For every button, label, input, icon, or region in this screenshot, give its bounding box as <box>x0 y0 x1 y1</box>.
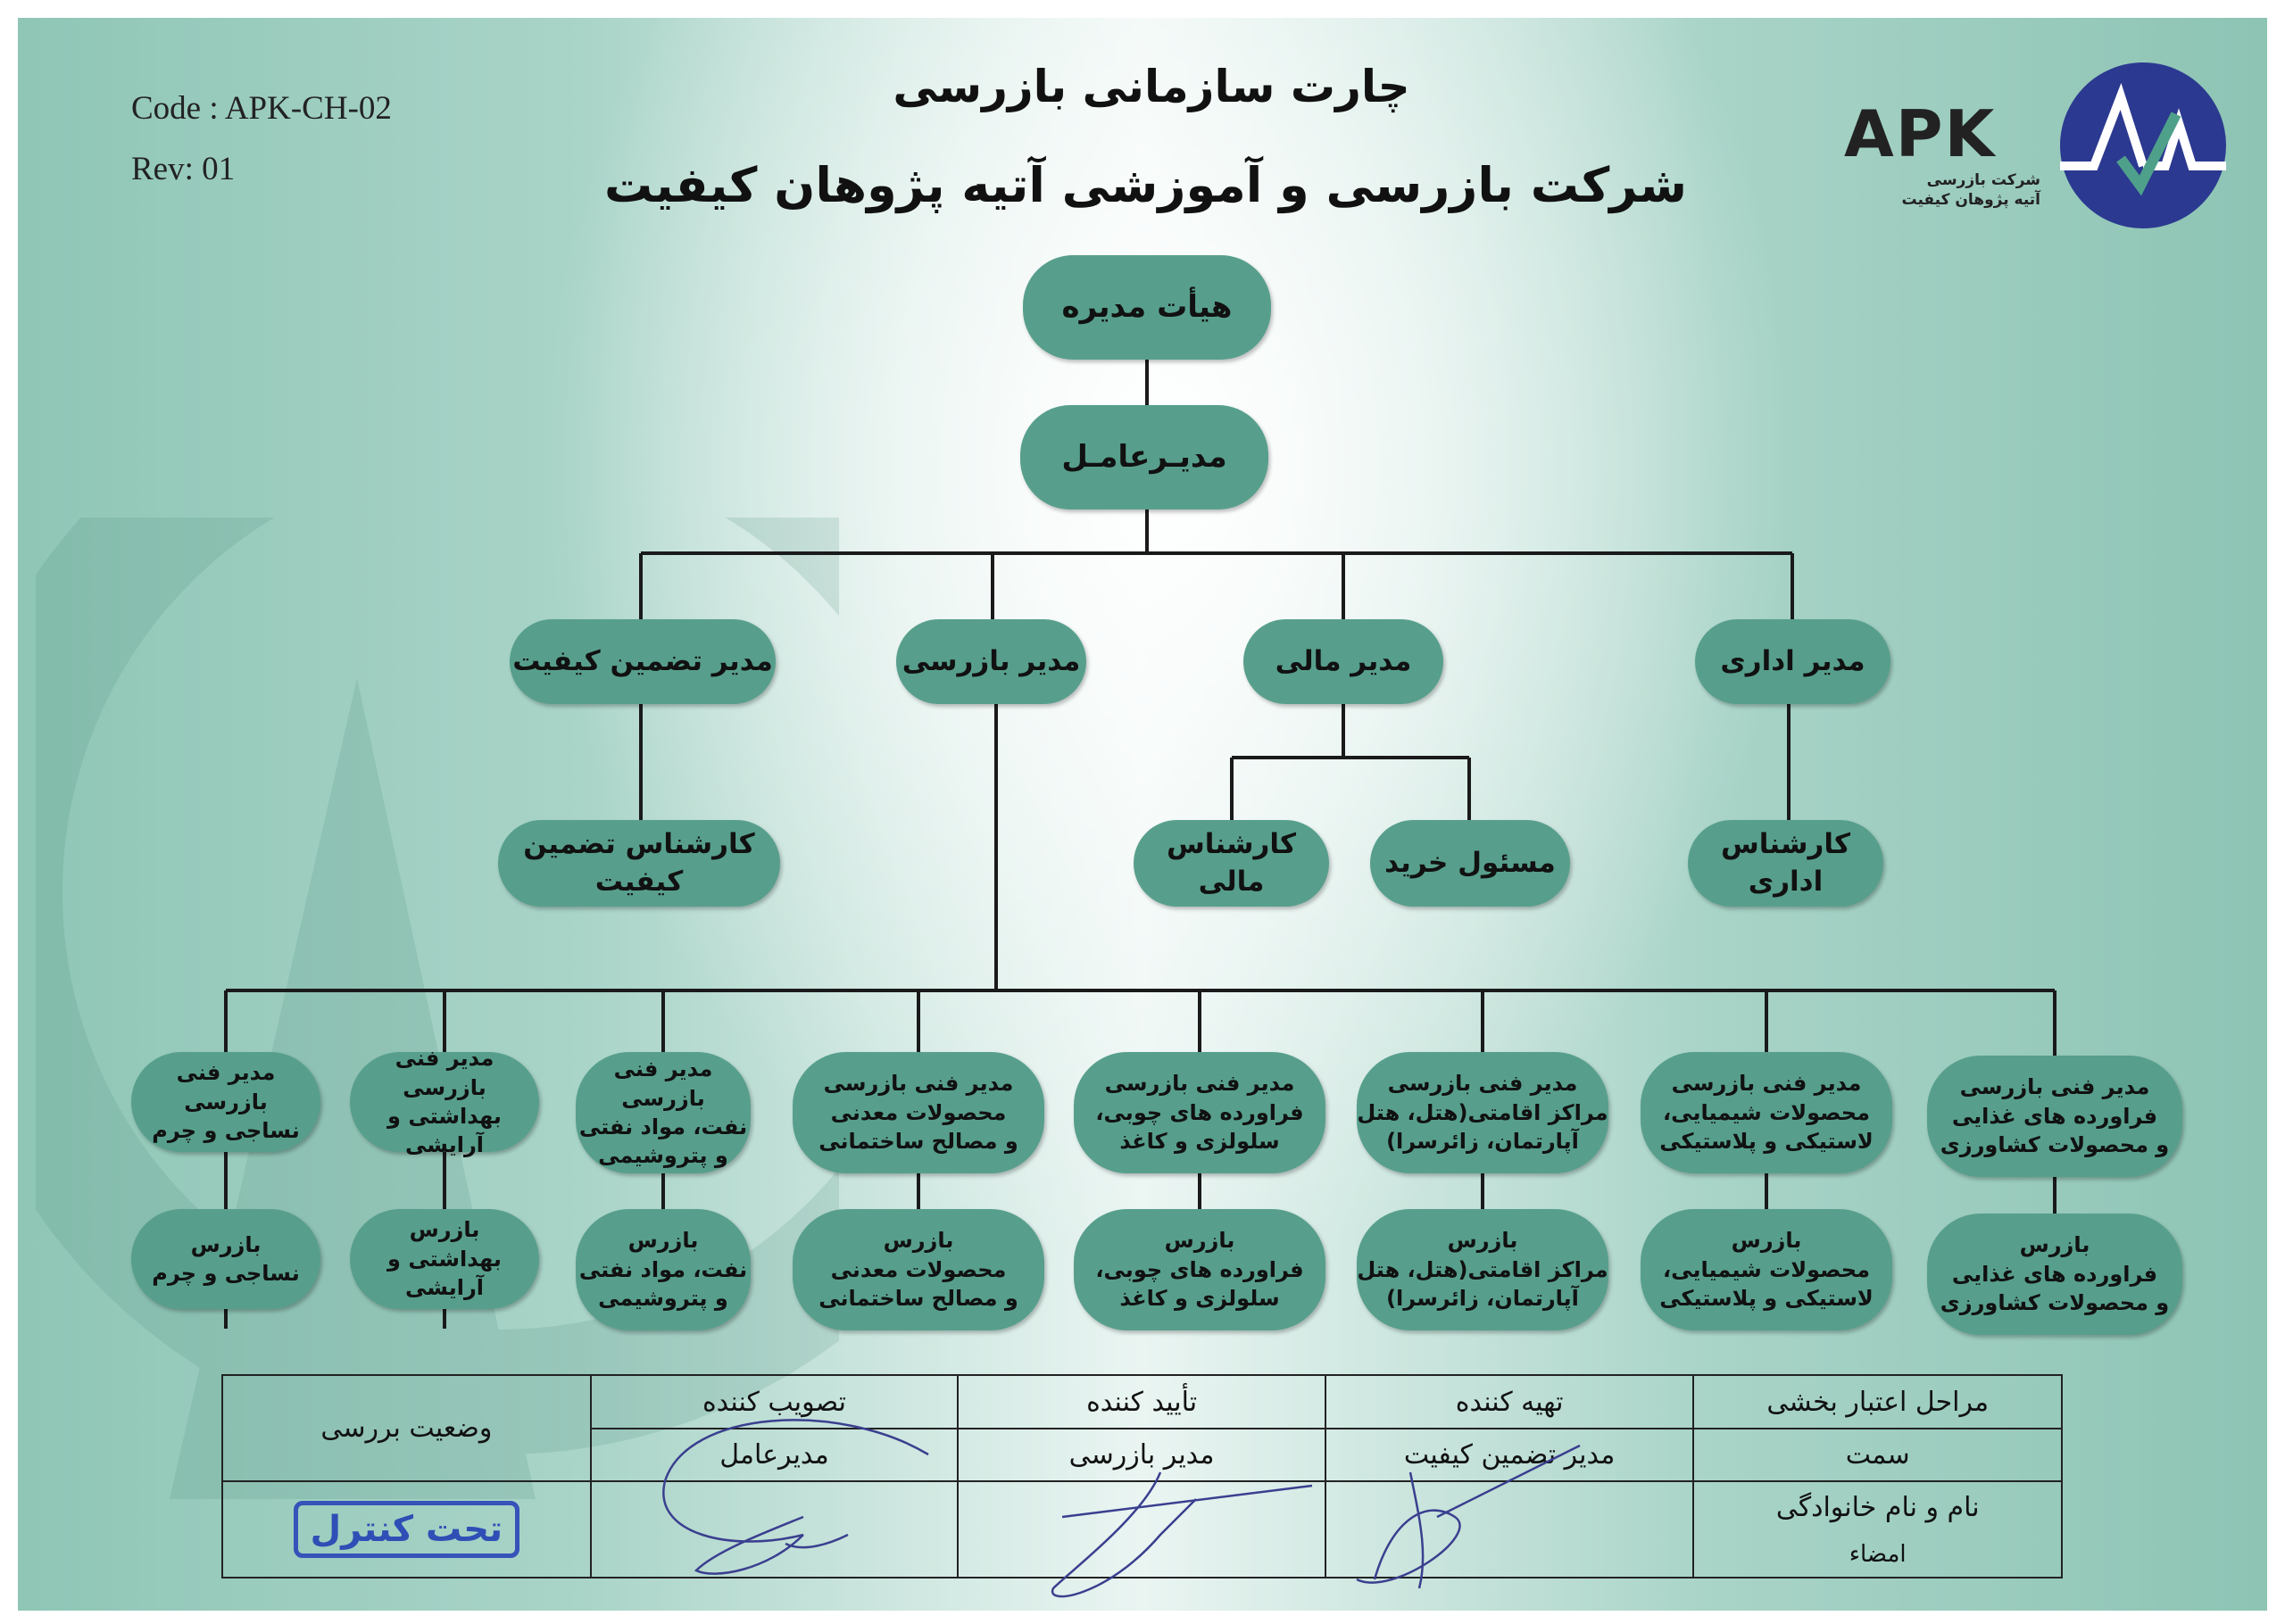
node-inspection-manager[interactable]: مدیر بازرسی <box>896 619 1086 704</box>
status-label: وضعیت بررسی <box>221 1374 592 1482</box>
node-inspector[interactable]: بازرس مراکز اقامتی(هتل، هتل آپارتمان، زا… <box>1357 1209 1608 1330</box>
node-purchasing-officer[interactable]: مسئول خرید <box>1370 820 1570 907</box>
node-admin-expert[interactable]: کارشناس اداری <box>1688 820 1883 907</box>
node-board-of-directors[interactable]: هیأت مدیره <box>1023 255 1271 360</box>
page-title: چارت سازمانی بازرسی <box>893 61 1410 112</box>
status-cell: تحت کنترل <box>221 1479 592 1579</box>
node-qa-expert[interactable]: کارشناس تضمین کیفیت <box>498 820 780 907</box>
node-admin-manager[interactable]: مدیر اداری <box>1695 619 1890 704</box>
node-technical-manager[interactable]: مدیر فنی بازرسی فراورده های چوبی، سلولزی… <box>1074 1052 1325 1173</box>
node-technical-manager[interactable]: مدیر فنی بازرسی محصولات شیمیایی، لاستیکی… <box>1641 1052 1892 1173</box>
company-logo: APK شرکت بازرسی آتیه پژوهان کیفیت <box>1844 61 2228 230</box>
node-ceo[interactable]: مدیـرعامـل <box>1020 405 1268 510</box>
row-label-signature: امضاء <box>1849 1541 1907 1568</box>
signature-verified-by <box>957 1479 1326 1579</box>
logo-text: APK <box>1844 96 1997 171</box>
node-technical-manager[interactable]: مدیر فنی بازرسی نساجی و چرم <box>131 1052 320 1152</box>
document-code: Code : APK-CH-02 <box>131 90 392 127</box>
node-technical-manager[interactable]: مدیر فنی بازرسی نفت، مواد نفتی و پتروشیم… <box>576 1052 751 1173</box>
approval-table: مراحل اعتبار بخشی تهیه کننده تأیید کننده… <box>221 1374 2063 1579</box>
node-inspector[interactable]: بازرس محصولات شیمیایی، لاستیکی و پلاستیک… <box>1641 1209 1892 1330</box>
node-finance-expert[interactable]: کارشناس مالی <box>1134 820 1329 907</box>
company-name: شرکت بازرسی و آموزشی آتیه پژوهان کیفیت <box>603 157 1687 213</box>
stage-prepared-by: تهیه کننده <box>1324 1374 1695 1429</box>
status-stamp: تحت کنترل <box>293 1501 520 1559</box>
node-inspector[interactable]: بازرس محصولات معدنی و مصالح ساختمانی <box>793 1209 1044 1330</box>
logo-subtitle-2: آتیه پژوهان کیفیت <box>1901 191 2041 209</box>
node-technical-manager[interactable]: مدیر فنی بازرسی مراکز اقامتی(هتل، هتل آپ… <box>1357 1052 1608 1173</box>
node-inspector[interactable]: بازرس نفت، مواد نفتی و پتروشیمی <box>576 1209 751 1330</box>
row-label-position: سمت <box>1692 1428 2063 1482</box>
row-label-name: نام و نام خانوادگی <box>1775 1492 1980 1523</box>
role-prepared-by: مدیر تضمین کیفیت <box>1324 1428 1695 1482</box>
logo-subtitle-1: شرکت بازرسی <box>1926 171 2040 189</box>
node-inspector[interactable]: بازرس فراورده های چوبی، سلولزی و کاغذ <box>1074 1209 1325 1330</box>
stage-approved-by: تصویب کننده <box>589 1374 960 1429</box>
row-label-name-signature: نام و نام خانوادگی امضاء <box>1692 1479 2063 1579</box>
node-inspector[interactable]: بازرس نساجی و چرم <box>131 1209 320 1309</box>
node-finance-manager[interactable]: مدیر مالی <box>1243 619 1443 704</box>
node-technical-manager[interactable]: مدیر فنی بازرسی بهداشتی و آرایشی <box>350 1046 539 1157</box>
signature-approved-by <box>589 1479 960 1579</box>
node-inspector[interactable]: بازرس فراورده های غذایی و محصولات کشاورز… <box>1927 1214 2182 1335</box>
node-inspector[interactable]: بازرس بهداشتی و آرایشی <box>350 1209 539 1309</box>
role-verified-by: مدیر بازرسی <box>957 1428 1326 1482</box>
revision: Rev: 01 <box>131 151 236 187</box>
signature-prepared-by <box>1324 1479 1695 1579</box>
node-qa-manager[interactable]: مدیر تضمین کیفیت <box>510 619 776 704</box>
role-approved-by: مدیرعامل <box>589 1428 960 1482</box>
node-technical-manager[interactable]: مدیر فنی بازرسی محصولات معدنی و مصالح سا… <box>793 1052 1044 1173</box>
node-technical-manager[interactable]: مدیر فنی بازرسی فراورده های غذایی و محصو… <box>1927 1056 2182 1177</box>
stage-verified-by: تأیید کننده <box>957 1374 1326 1429</box>
row-label-stages: مراحل اعتبار بخشی <box>1692 1374 2063 1429</box>
logo-emblem-icon <box>2060 62 2226 228</box>
